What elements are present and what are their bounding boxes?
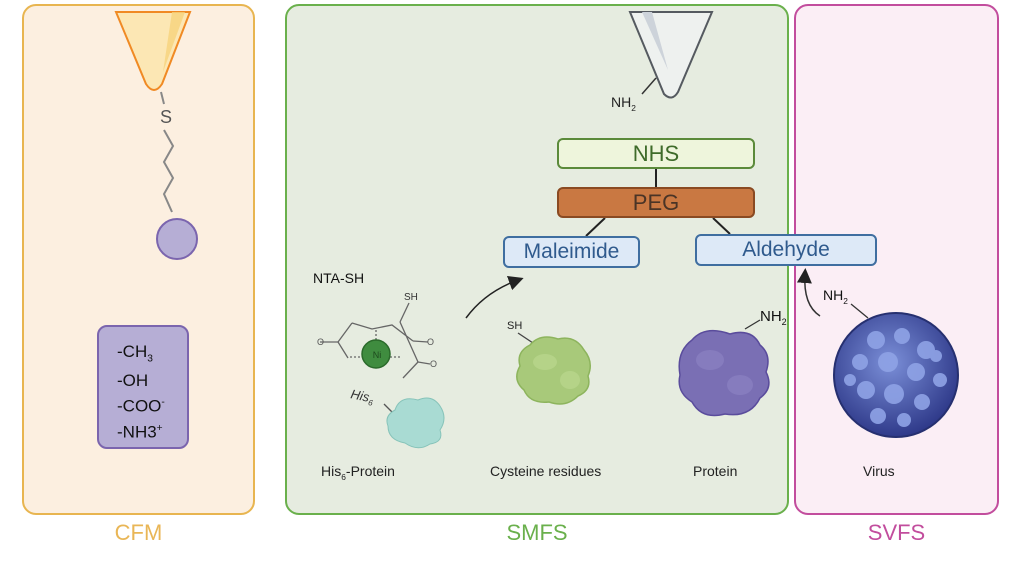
group-hydroxyl: -OH (117, 371, 149, 391)
nickel-label: Ni (373, 350, 382, 360)
smfs-panel-label: SMFS (506, 520, 568, 545)
cfm-bond-line (160, 91, 165, 105)
cysteine-sh-bond (517, 332, 534, 344)
nhs-linker-box: NHS (557, 138, 755, 169)
group-ammonium: -NH3+ (117, 422, 163, 442)
arrow-to-maleimide-icon (465, 276, 524, 319)
nta-sh-title: NTA-SH (313, 270, 365, 286)
nickel-ion-icon (361, 339, 391, 369)
protein-nh2-label: NH2 (760, 308, 787, 327)
his6-protein-label: His6-Protein (321, 463, 395, 482)
virus-label: Virus (863, 463, 895, 479)
nta-sh-group-label: SH (404, 292, 418, 303)
protein-nh2-bond (744, 319, 761, 330)
his6-tag-label: His6 (349, 386, 376, 408)
arrow-to-aldehyde-icon (796, 268, 821, 317)
cfm-afm-tip-icon (114, 11, 192, 91)
amine-protein-icon (678, 329, 770, 417)
peg-aldehyde-connector (712, 217, 731, 235)
virus-nh2-label: NH2 (823, 287, 848, 306)
virus-nh2-bond (850, 303, 869, 319)
virus-icon (833, 312, 959, 438)
smfs-tip-bond (641, 77, 657, 95)
cfm-sulfur-label: S (160, 107, 172, 127)
group-carboxylate: -COO- (117, 397, 165, 417)
his-tag-bond (383, 403, 394, 414)
smfs-tip-nh2-label: NH2 (611, 94, 636, 113)
nta-oxygen-3: O (430, 359, 437, 369)
nta-oxygen-1: O (317, 337, 324, 347)
his6-protein-icon (386, 397, 445, 449)
maleimide-linker-box: Maleimide (503, 236, 640, 268)
cysteine-sh-label: SH (507, 320, 523, 332)
cfm-functional-groups-box: -CH3 -OH -COO- -NH3+ (97, 325, 189, 449)
cfm-functional-group-bead-icon (156, 218, 198, 260)
cysteine-residues-label: Cysteine residues (490, 463, 602, 479)
group-methyl: -CH3 (117, 342, 153, 365)
cfm-panel-label: CFM (114, 520, 163, 545)
nta-oxygen-2: O (427, 337, 434, 347)
svfs-panel-label: SVFS (867, 520, 926, 545)
peg-linker-box: PEG (557, 187, 755, 218)
protein-label: Protein (693, 463, 738, 479)
peg-maleimide-connector (585, 217, 606, 237)
cfm-alkyl-chain-icon (162, 129, 175, 213)
aldehyde-linker-box: Aldehyde (695, 234, 877, 266)
cysteine-protein-icon (516, 336, 591, 405)
smfs-afm-tip-icon (628, 11, 714, 99)
